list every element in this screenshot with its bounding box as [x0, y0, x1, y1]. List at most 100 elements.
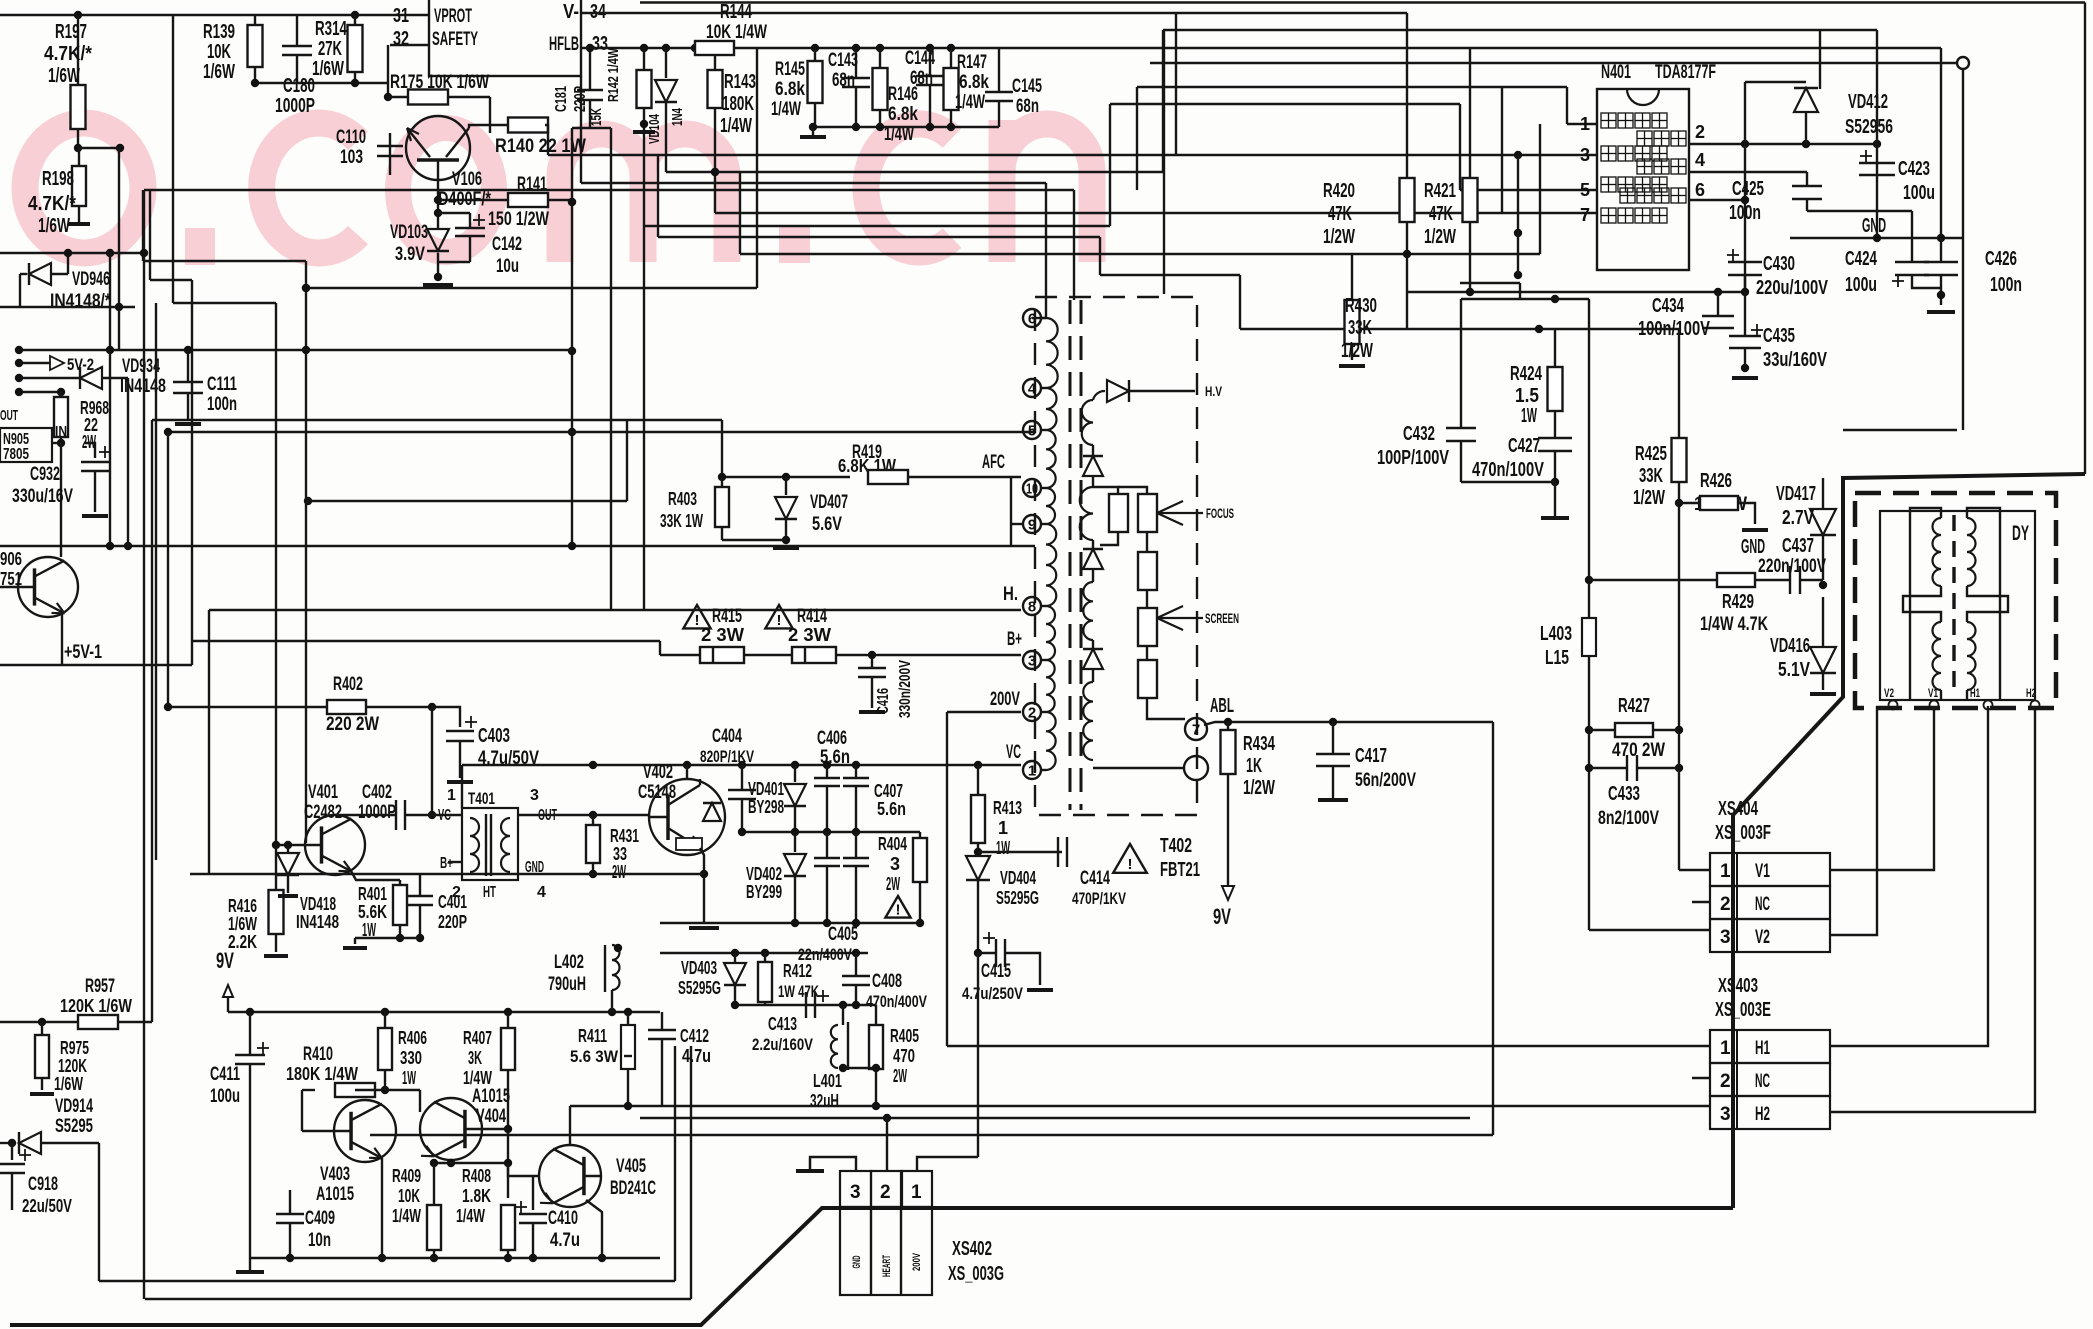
svg-text:C426: C426	[1985, 248, 2017, 270]
svg-text:H2: H2	[1755, 1104, 1770, 1125]
svg-text:C407: C407	[874, 781, 903, 801]
svg-text:C144: C144	[905, 48, 935, 69]
svg-text:1W: 1W	[996, 838, 1010, 858]
svg-text:C932: C932	[30, 464, 60, 485]
svg-text:56n/200V: 56n/200V	[1355, 770, 1416, 791]
svg-text:VD417: VD417	[1776, 483, 1816, 505]
svg-text:NC: NC	[1755, 894, 1770, 915]
svg-text:47K: 47K	[1429, 203, 1453, 225]
svg-text:120K 1/6W: 120K 1/6W	[60, 996, 132, 1016]
svg-text:1000P: 1000P	[275, 95, 315, 117]
svg-text:R421: R421	[1424, 180, 1456, 202]
svg-text:A1015: A1015	[472, 1086, 510, 1107]
svg-text:R145: R145	[775, 59, 805, 80]
svg-text:R413: R413	[993, 798, 1022, 818]
svg-text:C430: C430	[1763, 253, 1795, 275]
svg-text:H.: H.	[1003, 584, 1018, 605]
svg-text:2 3W: 2 3W	[788, 625, 831, 645]
svg-text:R416: R416	[228, 896, 257, 916]
svg-text:R403: R403	[668, 489, 697, 509]
svg-text:330: 330	[400, 1048, 422, 1068]
svg-text:C408: C408	[872, 971, 902, 992]
svg-text:68n: 68n	[1016, 96, 1039, 117]
svg-text:4.7u: 4.7u	[550, 1230, 580, 1251]
svg-text:R419: R419	[852, 442, 882, 463]
svg-text:9V: 9V	[216, 948, 234, 973]
svg-text:790uH: 790uH	[548, 974, 586, 995]
svg-text:3: 3	[890, 854, 900, 874]
svg-text:2: 2	[1720, 894, 1731, 915]
svg-text:BY298: BY298	[748, 797, 784, 817]
svg-text:103: 103	[340, 147, 363, 168]
svg-text:1: 1	[1720, 861, 1731, 882]
svg-text:220 2W: 220 2W	[326, 714, 379, 735]
svg-text:330n/200V: 330n/200V	[897, 660, 914, 718]
svg-text:32: 32	[393, 28, 409, 50]
svg-text:10n: 10n	[308, 1230, 331, 1251]
svg-text:1/6W: 1/6W	[228, 914, 257, 934]
svg-text:C415: C415	[981, 961, 1011, 982]
svg-text:R968: R968	[80, 398, 109, 418]
svg-text:1.5: 1.5	[1515, 385, 1539, 407]
svg-text:6: 6	[1695, 180, 1705, 200]
svg-text:C434: C434	[1652, 295, 1685, 317]
svg-text:2: 2	[880, 1182, 891, 1203]
svg-text:N401: N401	[1601, 62, 1631, 83]
svg-text:220n/100V: 220n/100V	[1758, 556, 1826, 577]
svg-text:1W: 1W	[402, 1068, 416, 1088]
svg-text:8n2/100V: 8n2/100V	[1598, 808, 1659, 829]
svg-text:1: 1	[1580, 114, 1590, 134]
svg-text:R427: R427	[1618, 695, 1650, 717]
svg-text:C411: C411	[210, 1064, 240, 1085]
svg-text:VD934: VD934	[122, 356, 160, 377]
svg-text:100n: 100n	[1729, 202, 1761, 224]
svg-text:C410: C410	[548, 1208, 578, 1229]
svg-text:R414: R414	[797, 606, 827, 627]
svg-text:VD416: VD416	[1770, 635, 1810, 657]
svg-text:4: 4	[1028, 381, 1037, 398]
svg-text:C404: C404	[712, 726, 742, 747]
svg-text:R424: R424	[1510, 363, 1543, 385]
svg-text:L403: L403	[1540, 623, 1572, 645]
svg-text:2.2K: 2.2K	[228, 932, 257, 952]
svg-text:C403: C403	[478, 725, 510, 747]
svg-text:XS_003G: XS_003G	[948, 1263, 1004, 1285]
svg-text:1: 1	[447, 787, 456, 804]
svg-text:R314: R314	[315, 18, 348, 40]
svg-text:V403: V403	[320, 1164, 350, 1185]
svg-text:C401: C401	[438, 892, 467, 912]
svg-text:R407: R407	[463, 1028, 492, 1048]
svg-text:H2: H2	[2026, 686, 2036, 700]
svg-text:XS403: XS403	[1718, 975, 1758, 997]
svg-text:AFC: AFC	[982, 452, 1005, 473]
svg-text:V405: V405	[616, 1156, 646, 1177]
svg-text:2: 2	[1695, 122, 1705, 142]
svg-text:100u: 100u	[1845, 274, 1877, 296]
svg-text:3: 3	[530, 787, 539, 804]
svg-text:BY299: BY299	[746, 882, 782, 902]
svg-text:C424: C424	[1845, 248, 1878, 270]
svg-text:C181: C181	[553, 86, 570, 112]
svg-text:R429: R429	[1722, 591, 1754, 613]
svg-text:180K 1/4W: 180K 1/4W	[286, 1064, 358, 1084]
svg-text:R409: R409	[392, 1166, 421, 1186]
svg-text:VD914: VD914	[55, 1096, 93, 1117]
svg-text:VD412: VD412	[1848, 91, 1888, 113]
svg-text:3: 3	[1580, 145, 1590, 165]
svg-text:VPROT: VPROT	[434, 6, 472, 27]
svg-text:220P: 220P	[438, 912, 467, 932]
svg-text:V-: V-	[563, 1, 579, 23]
svg-text:2.7V: 2.7V	[1782, 507, 1815, 529]
svg-text:4.7K/*: 4.7K/*	[44, 43, 92, 65]
svg-text:33K: 33K	[1348, 317, 1372, 339]
svg-text:C409: C409	[305, 1208, 335, 1229]
svg-text:R175 10K 1/6W: R175 10K 1/6W	[390, 72, 489, 93]
svg-text:906: 906	[0, 549, 22, 569]
svg-text:T401: T401	[468, 789, 495, 808]
svg-text:4.7u/250V: 4.7u/250V	[962, 984, 1024, 1003]
svg-text:1: 1	[998, 818, 1008, 838]
svg-text:1/4W: 1/4W	[884, 124, 914, 145]
svg-text:FOCUS: FOCUS	[1206, 505, 1234, 521]
svg-text:V106: V106	[452, 169, 482, 190]
svg-text:1: 1	[911, 1182, 922, 1203]
